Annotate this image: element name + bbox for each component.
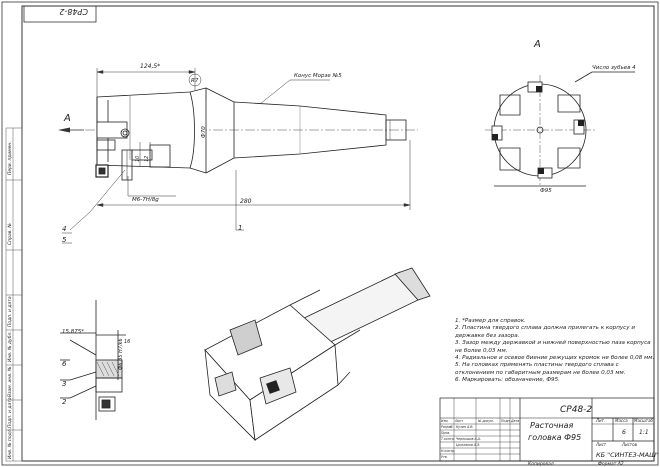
lit-header: Лит. [595, 418, 605, 423]
rotated-designation: СР48-2 [59, 7, 88, 16]
detail-view [60, 300, 126, 420]
name-3: Цыплаков А.Э. [456, 443, 480, 447]
pos-5: 5 [62, 236, 67, 244]
technical-notes: 1. *Размер для справок. 2. Пластина твер… [455, 318, 655, 385]
title-block [439, 397, 655, 462]
dim-124-5: 124,5* [140, 63, 160, 70]
pos-6: 6 [62, 360, 67, 368]
angle-label: 15,875* [62, 329, 84, 335]
dim-d70: Ф70 [201, 126, 207, 138]
note-5: 5. На головках применять пластины твердо… [455, 362, 626, 376]
pos-1: 1 [238, 224, 242, 232]
scale-value: 1:1 [639, 429, 649, 436]
scale-header: Масштаб [634, 418, 654, 423]
pos-2: 2 [62, 398, 67, 406]
thread-label: М6-7Н/8g [132, 197, 159, 203]
role-0: Разраб. [441, 425, 454, 429]
note-2: 2. Пластина твердого сплава должна приле… [455, 325, 635, 339]
strip-label-6: Инв. № подл. [7, 428, 13, 459]
stamp-col-4: Дата [510, 419, 519, 423]
format-label: Формат A2 [598, 461, 624, 467]
stamp-col-0: Изм. [441, 419, 449, 423]
strip-label-2: Подп. и дата [7, 296, 13, 327]
mass-value: 6 [622, 429, 626, 436]
side-strip [5, 127, 23, 462]
main-view [85, 87, 418, 181]
mass-header: Масса [615, 418, 628, 423]
strip-label-1: Справ. № [7, 223, 13, 245]
pos-3: 3 [62, 380, 66, 388]
pos-4: 4 [62, 225, 66, 233]
section-label-a-left: А [63, 113, 71, 124]
title-name-line2: головка Ф95 [528, 433, 581, 442]
sheets-label: Листов [621, 442, 638, 447]
strip-label-5: Подп. и дата [7, 397, 13, 428]
morse-label: Конус Морзе №5 [294, 73, 342, 79]
name-0: Кузин А.В. [456, 425, 473, 429]
title-designation: СР48-2 [560, 405, 592, 415]
dim-10: 10 [135, 156, 141, 162]
sheet-label: Лист [595, 442, 607, 447]
dim-280: 280 [240, 198, 252, 205]
org-name: КБ "СИНТЕЗ-МАШ" [596, 451, 659, 459]
note-4: 4. Радиальное и осевое биение режущих кр… [455, 355, 655, 362]
section-arrow-a [58, 127, 70, 133]
strip-label-0: Перв. примен. [7, 141, 13, 175]
main-dimensions [62, 68, 411, 244]
role-2: Т.контр. [441, 437, 455, 441]
note-1: 1. *Размер для справок. [455, 318, 526, 324]
strip-label-3: Инв. № дубл. [7, 331, 13, 362]
dim-12: 12 [144, 156, 150, 162]
role-3: Н.контр. [441, 449, 455, 453]
strip-label-4: Взам. инв. № [7, 366, 13, 397]
stamp-col-1: Лист [454, 419, 463, 423]
copied-label: Копировал [528, 461, 554, 467]
note-6: 6. Маркировать: обозначение, Ф95. [455, 377, 560, 384]
note-3: 3. Зазор между державкой и нижней поверх… [455, 340, 651, 354]
role-4: Утв. [441, 455, 448, 459]
dim-16: 16 [124, 339, 130, 345]
title-name-line1: Расточная [530, 421, 574, 430]
dim-r7: R7 [191, 78, 199, 84]
stamp-col-2: № докум. [477, 419, 494, 423]
role-1: Пров. [441, 431, 450, 435]
section-label-a-right: А [533, 39, 541, 50]
teeth-label: Число зубьев 4 [592, 65, 636, 71]
fit-label: Ф6,35 H7/k6 [118, 338, 124, 370]
view-a [485, 71, 635, 187]
stamp-col-3: Подп. [501, 419, 511, 423]
isometric-view [204, 267, 431, 442]
dim-d95: Ф95 [540, 188, 552, 194]
name-2: Чернышов А.А. [456, 437, 481, 441]
